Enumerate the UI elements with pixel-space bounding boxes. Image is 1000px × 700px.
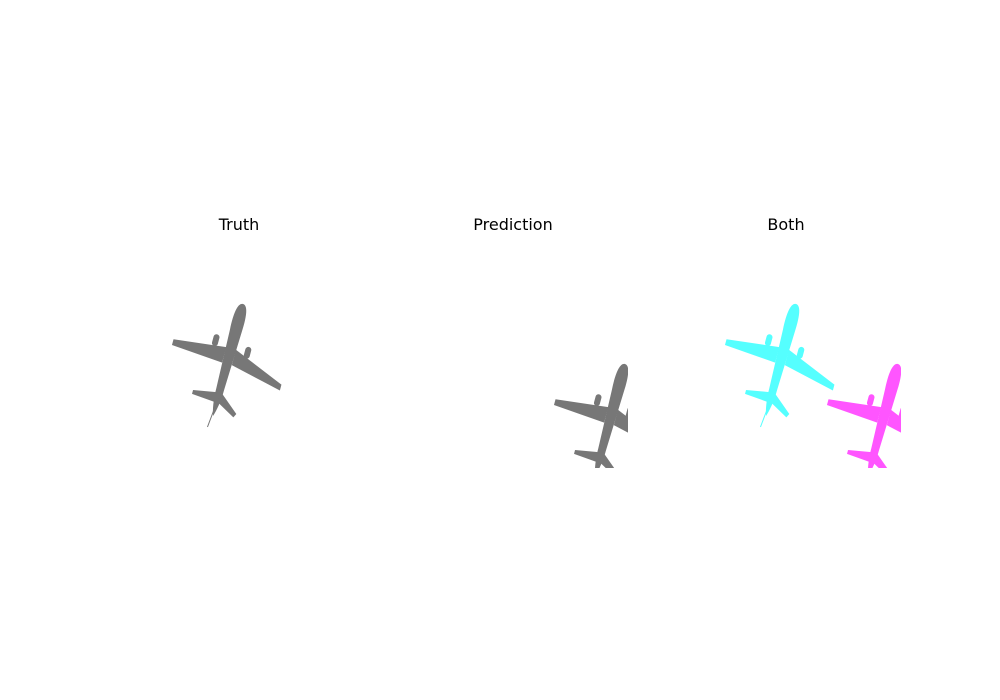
truth-title: Truth [218,215,260,234]
prediction-overlay-airplane-icon [808,348,901,468]
truth-panel [130,250,348,468]
prediction-title: Prediction [473,215,553,234]
overlay-panel [683,250,901,468]
both-title: Both [767,215,805,234]
truth-overlay-airplane-icon [706,288,853,443]
truth-airplane-mask-icon [153,288,300,443]
prediction-panel [410,250,628,468]
prediction-airplane-mask-icon [535,348,628,468]
